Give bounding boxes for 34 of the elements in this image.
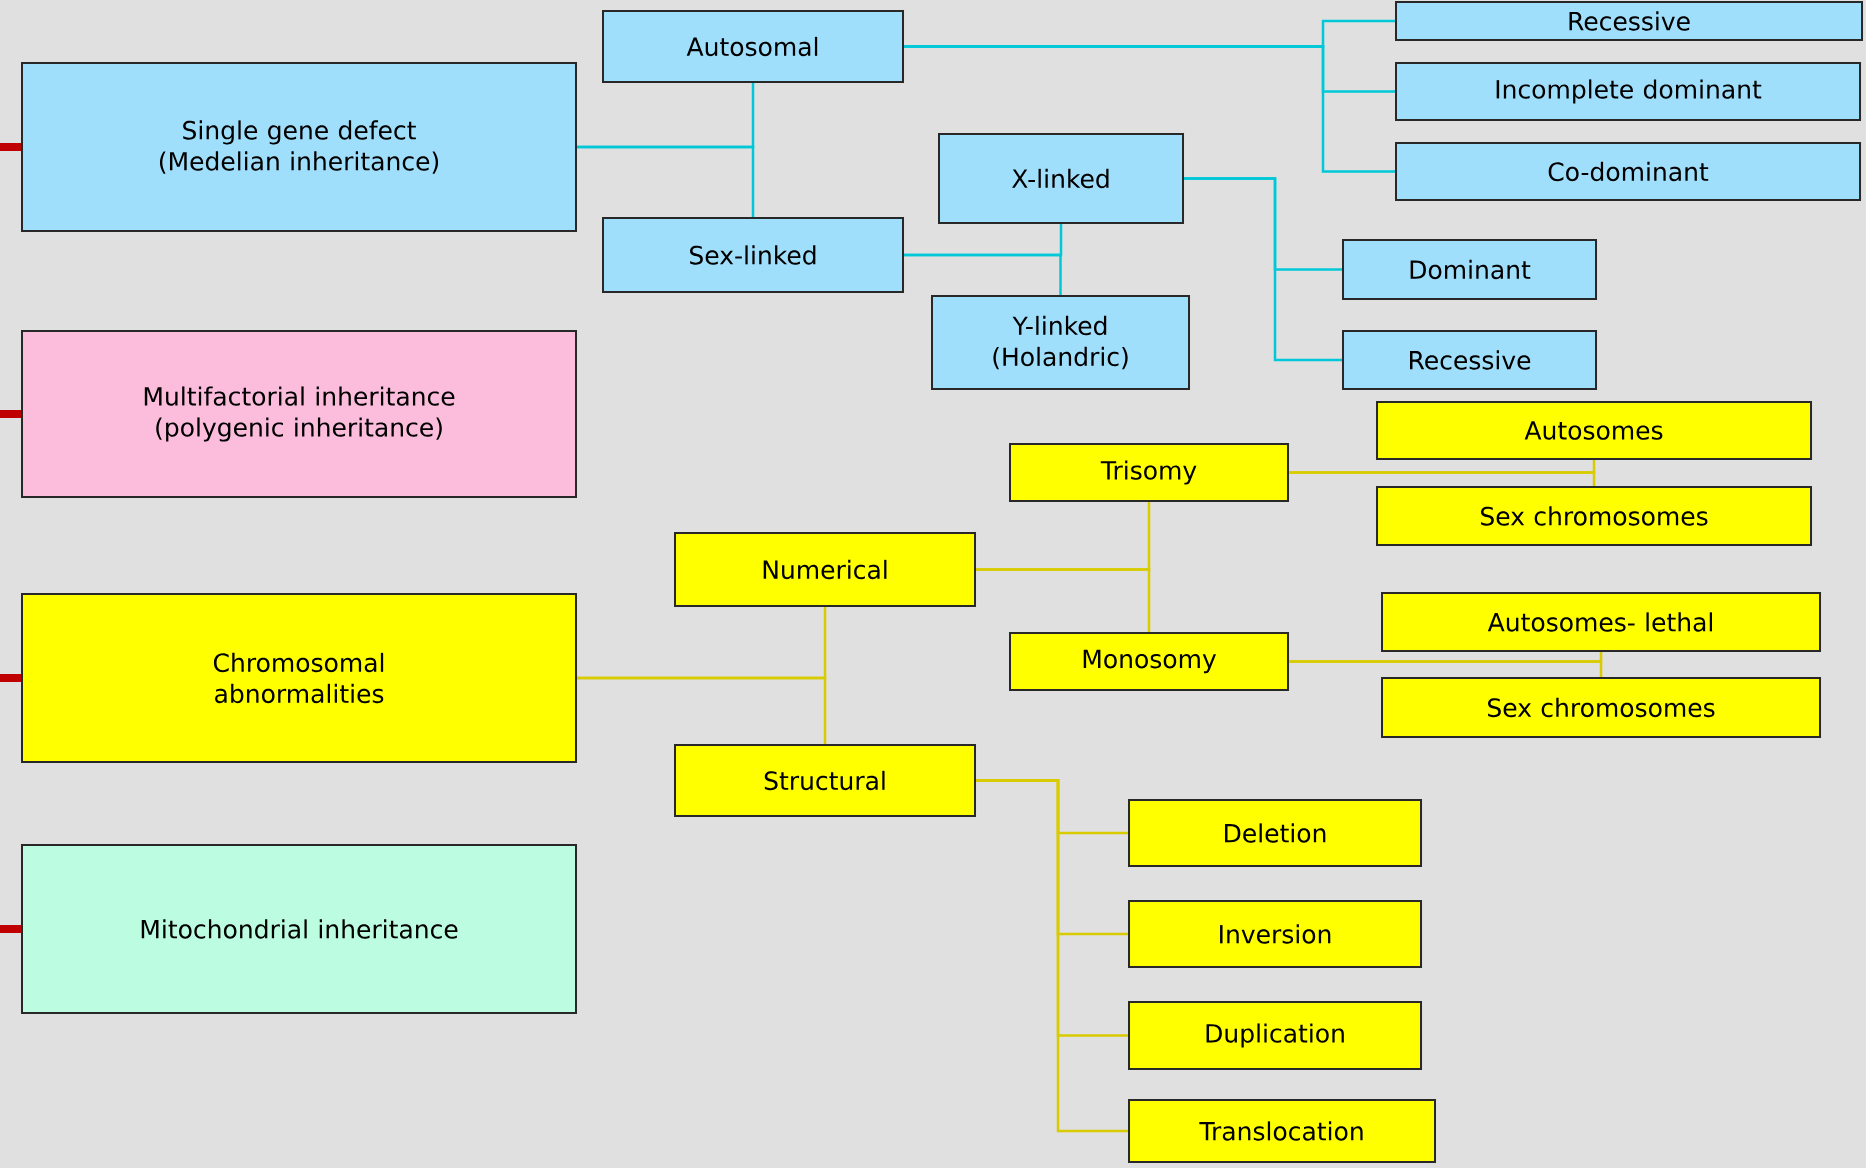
category-box: Co-dominant xyxy=(1395,142,1861,201)
category-box: Incomplete dominant xyxy=(1395,62,1861,121)
category-box: Translocation xyxy=(1128,1099,1436,1163)
connector-line xyxy=(577,676,827,744)
connector-line xyxy=(1184,177,1342,362)
category-box: Mitochondrial inheritance xyxy=(21,844,577,1014)
connector-line xyxy=(1289,471,1596,486)
category-box: Sex-linked xyxy=(602,217,904,293)
category-box: Dominant xyxy=(1342,239,1597,300)
category-box: X-linked xyxy=(938,133,1184,224)
category-box: Recessive xyxy=(1342,330,1597,390)
category-box: Chromosomal abnormalities xyxy=(21,593,577,763)
category-box: Sex chromosomes xyxy=(1381,677,1821,738)
connector-line xyxy=(577,145,755,217)
category-box: Numerical xyxy=(674,532,976,607)
category-box: Structural xyxy=(674,744,976,817)
connector-line xyxy=(976,568,1151,632)
category-box: Inversion xyxy=(1128,900,1422,968)
connector-line xyxy=(976,779,1128,1133)
category-box: Y-linked (Holandric) xyxy=(931,295,1190,390)
category-box: Autosomes xyxy=(1376,401,1812,460)
category-box: Multifactorial inheritance (polygenic inheritance) xyxy=(21,330,577,498)
connector-line xyxy=(1289,660,1603,677)
connector-line xyxy=(904,253,1062,295)
category-box: Recessive xyxy=(1395,1,1863,41)
category-box: Autosomes- lethal xyxy=(1381,592,1821,652)
category-box: Monosomy xyxy=(1009,632,1289,691)
category-box: Sex chromosomes xyxy=(1376,486,1812,546)
connector-line xyxy=(904,45,1395,173)
category-box: Duplication xyxy=(1128,1001,1422,1070)
category-box: Deletion xyxy=(1128,799,1422,867)
category-box: Single gene defect (Medelian inheritance) xyxy=(21,62,577,232)
category-box: Autosomal xyxy=(602,10,904,83)
category-box: Trisomy xyxy=(1009,443,1289,502)
